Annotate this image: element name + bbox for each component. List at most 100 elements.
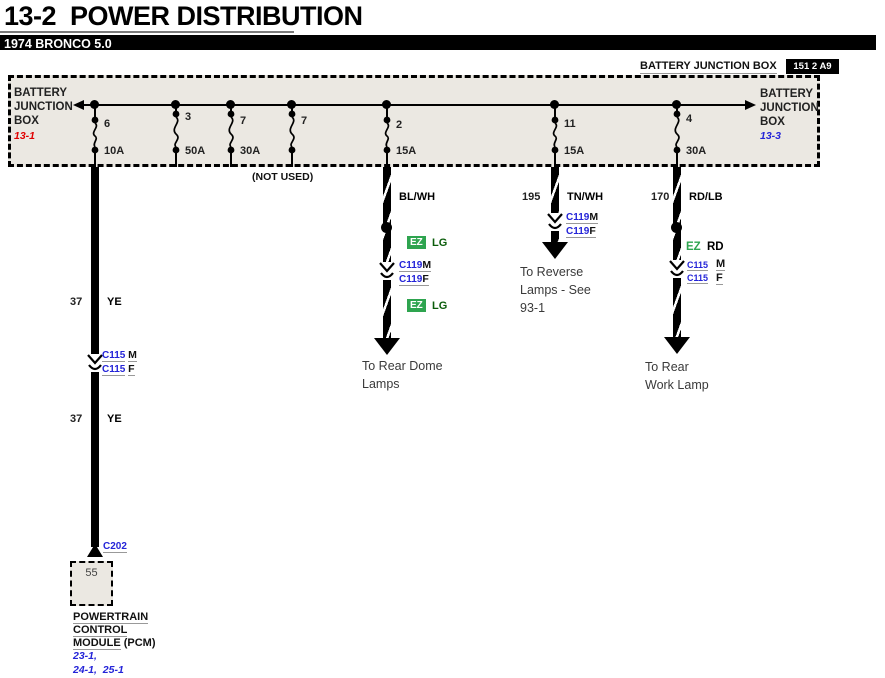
- fuse-number: 7: [301, 115, 308, 127]
- fuse-amp-rating: 15A: [564, 145, 585, 157]
- fuse-icon: [288, 110, 296, 154]
- wire-destination-arrow-icon: [542, 242, 568, 259]
- fuse-number: 6: [104, 118, 111, 130]
- fuse-lead: [230, 152, 232, 167]
- page-title: 13-2 POWER DISTRIBUTION: [4, 1, 363, 31]
- wire-destination-arrow-icon: [374, 338, 400, 355]
- fuse-number: 3: [185, 111, 192, 123]
- wire-color-code: YE: [107, 413, 122, 425]
- fuse-lead: [676, 105, 678, 111]
- wire-ez-rd: [673, 278, 681, 337]
- connector-c115[interactable]: C115: [687, 273, 709, 284]
- battery-junction-box: [8, 75, 820, 167]
- wire-color-code: TN/WH: [567, 191, 604, 203]
- pcm-page-refs[interactable]: 23-1,: [73, 650, 97, 662]
- bjb-title: BATTERY JUNCTION BOX: [640, 60, 777, 74]
- wire-195-tn-wh: [551, 231, 559, 242]
- vehicle-bar: 1974 BRONCO 5.0: [0, 35, 876, 51]
- component-name: POWERTRAIN CONTROL MODULE (PCM): [73, 611, 156, 650]
- destination-label: To Rear Dome Lamps: [362, 359, 443, 391]
- fuse-icon: [673, 110, 681, 154]
- fuse-amp-rating: 50A: [185, 145, 206, 157]
- wire-37-ye: [91, 167, 99, 354]
- fuse-lead: [175, 105, 177, 111]
- takeout-tag: EZ: [686, 241, 701, 253]
- fuse-number: 4: [686, 113, 693, 125]
- circuit-number: 37: [70, 413, 83, 425]
- bus-junction-dot: [226, 100, 235, 109]
- bus-junction-dot: [550, 100, 559, 109]
- title-underline: [0, 31, 294, 33]
- fuse-lead: [676, 152, 678, 167]
- fuse-amp-rating: 30A: [240, 145, 261, 157]
- bus-arrow-right-icon: [745, 100, 756, 110]
- splice-dot: [671, 222, 682, 233]
- connector-c119-male[interactable]: C119M: [399, 259, 432, 272]
- fuse-lead: [554, 105, 556, 117]
- connector-entry-icon: [87, 547, 103, 557]
- connector-c202[interactable]: C202: [103, 541, 127, 553]
- connector-c115[interactable]: C115: [687, 260, 709, 271]
- grid-reference-badge[interactable]: 151 2 A9: [786, 59, 839, 74]
- fuse-lead: [291, 105, 293, 111]
- fuse-icon: [172, 110, 180, 154]
- bjb-left-label: BATTERY JUNCTION BOX: [14, 87, 73, 127]
- fuse-number: 11: [564, 118, 576, 130]
- fuse-lead: [386, 105, 388, 117]
- fuse-lead: [175, 152, 177, 167]
- bus-junction-dot: [672, 100, 681, 109]
- circuit-number: 195: [522, 191, 541, 203]
- circuit-number: 170: [651, 191, 670, 203]
- connector-c115-female[interactable]: C115 F: [102, 363, 135, 376]
- wire-color-code: RD/LB: [689, 191, 723, 203]
- fuse-lead: [94, 105, 96, 117]
- fuse-lead: [554, 152, 556, 167]
- circuit-number: 37: [70, 296, 83, 308]
- fuse-number: 2: [396, 119, 403, 131]
- destination-label: To Reverse Lamps - See 93-1: [520, 265, 591, 315]
- fuse-icon: [91, 116, 99, 154]
- vehicle-label: 1974 BRONCO 5.0: [4, 37, 112, 51]
- page-ref-13-1[interactable]: 13-1: [14, 130, 36, 142]
- fuse-icon: [383, 116, 391, 154]
- inline-connector-icon: [87, 354, 103, 371]
- bjb-right-label: BATTERY JUNCTION BOX: [760, 88, 819, 128]
- splice-dot: [381, 222, 392, 233]
- inline-connector-icon: [547, 213, 563, 230]
- inline-connector-icon: [669, 260, 685, 277]
- takeout-wire-color: LG: [432, 237, 448, 249]
- takeout-wire-color: LG: [432, 300, 448, 312]
- connector-gender-female: F: [716, 272, 723, 285]
- pcm-pin-number: 55: [85, 567, 98, 579]
- bus-junction-dot: [382, 100, 391, 109]
- wire-ez-lg: [383, 280, 391, 338]
- fuse-amp-rating: 10A: [104, 145, 125, 157]
- destination-label: To Rear Work Lamp: [645, 360, 709, 392]
- takeout-wire-color: RD: [707, 241, 724, 253]
- connector-c119-female[interactable]: C119F: [566, 225, 596, 238]
- pcm-box: [70, 561, 113, 606]
- bus-arrow-left-icon: [73, 100, 84, 110]
- connector-c115-male[interactable]: C115 M: [102, 349, 137, 362]
- pcm-page-refs[interactable]: 24-1, 25-1: [73, 664, 124, 676]
- inline-connector-icon: [379, 262, 395, 279]
- fuse-amp-rating: 30A: [686, 145, 707, 157]
- fuse-lead: [94, 152, 96, 167]
- wire-destination-arrow-icon: [664, 337, 690, 354]
- fuse-amp-rating: 15A: [396, 145, 417, 157]
- connector-c119-male[interactable]: C119M: [566, 211, 599, 224]
- wire-37-ye: [91, 372, 99, 547]
- fuse-lead: [291, 152, 293, 167]
- power-bus-line: [83, 104, 746, 106]
- takeout-tag: EZ: [407, 299, 426, 312]
- fuse-icon: [227, 110, 235, 154]
- wire-bl-wh: [383, 167, 391, 262]
- fuse-lead: [230, 105, 232, 111]
- connector-gender-male: M: [716, 258, 726, 271]
- wire-color-code: BL/WH: [399, 191, 436, 203]
- bus-junction-dot: [90, 100, 99, 109]
- connector-c119-female[interactable]: C119F: [399, 273, 429, 286]
- page-ref-13-3[interactable]: 13-3: [760, 130, 782, 142]
- wire-170-rd-lb: [673, 167, 681, 260]
